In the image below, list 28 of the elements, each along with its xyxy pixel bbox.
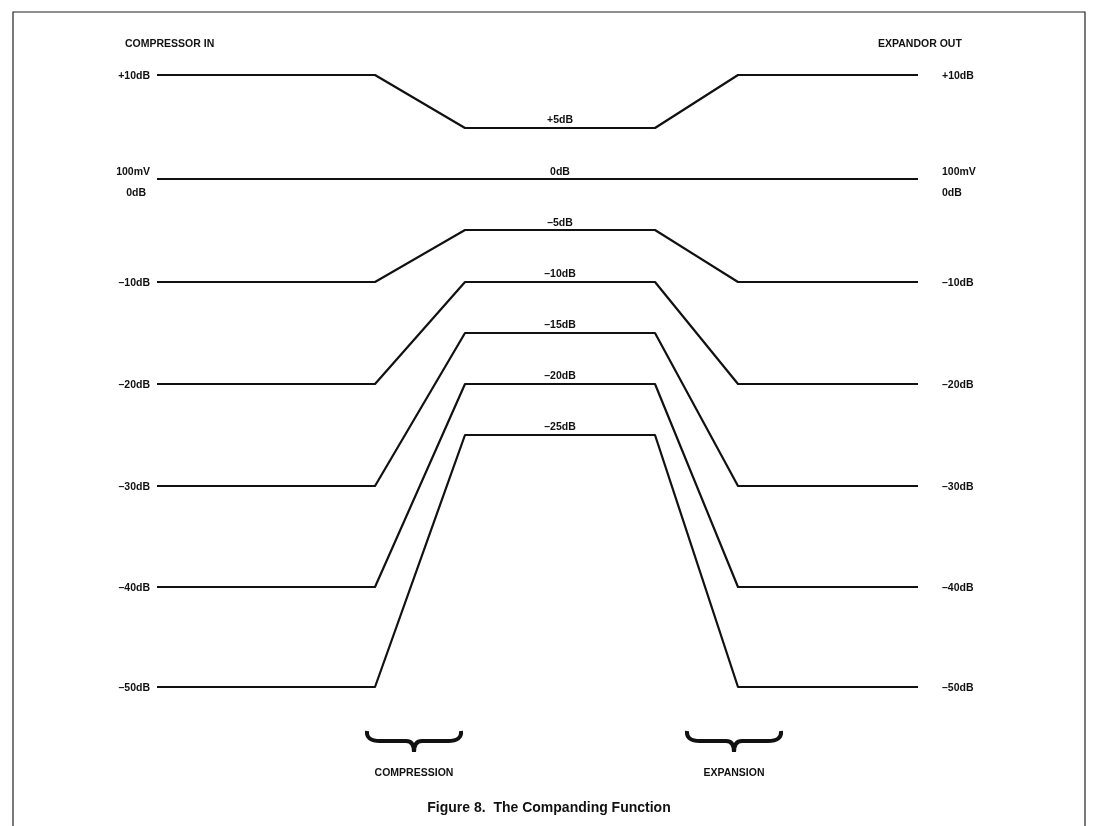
level-label: –50dB — [942, 681, 974, 694]
level-label: –20dB — [544, 369, 576, 382]
level-label: +10dB — [118, 69, 150, 82]
level-label: –40dB — [118, 581, 150, 594]
level-label: –30dB — [118, 480, 150, 493]
level-label: –20dB — [118, 378, 150, 391]
level-label: +5dB — [547, 113, 573, 126]
column-heading: EXPANDOR OUT — [878, 37, 962, 50]
region-label: COMPRESSION — [374, 766, 454, 779]
level-label: 100mV — [942, 165, 976, 178]
column-heading: COMPRESSOR IN — [125, 37, 215, 50]
level-label: 0dB — [550, 165, 570, 178]
level-label: 100mV — [116, 165, 150, 178]
level-label: –10dB — [118, 276, 150, 289]
level-label: –25dB — [544, 420, 576, 433]
level-label: 0dB — [126, 186, 146, 199]
level-label: +10dB — [942, 69, 974, 82]
level-label: –40dB — [942, 581, 974, 594]
level-label: –15dB — [544, 318, 576, 331]
level-label: –10dB — [942, 276, 974, 289]
level-label: –10dB — [544, 267, 576, 280]
level-label: –30dB — [942, 480, 974, 493]
level-label: –50dB — [118, 681, 150, 694]
level-label: –5dB — [547, 216, 573, 229]
level-label: –20dB — [942, 378, 974, 391]
region-label: EXPANSION — [703, 766, 765, 779]
level-label: 0dB — [942, 186, 962, 199]
figure-caption: Figure 8. The Companding Function — [427, 801, 671, 814]
